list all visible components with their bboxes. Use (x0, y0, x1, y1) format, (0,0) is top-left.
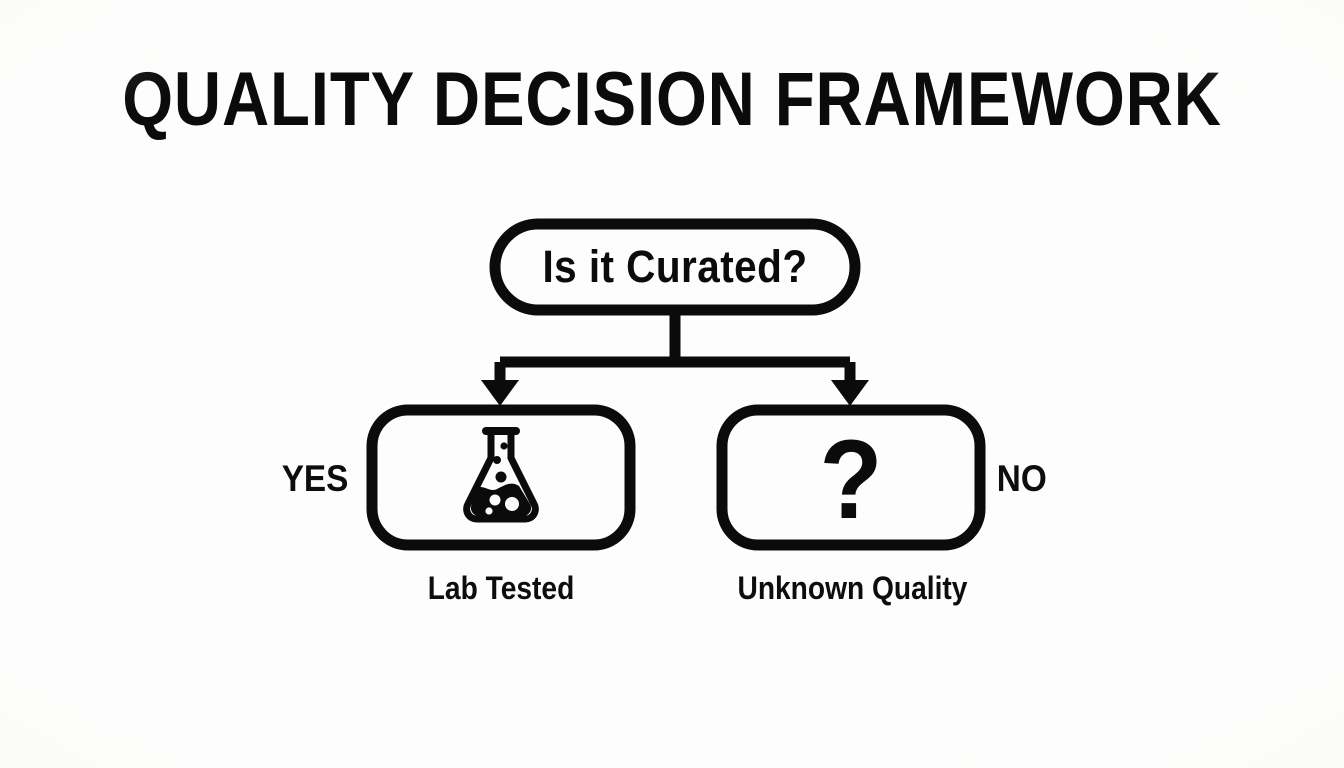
arrowhead-left (481, 380, 519, 406)
branch-label-yes: YES (281, 458, 349, 499)
decision-node-label: Is it Curated? (542, 241, 808, 292)
arrowhead-right (831, 380, 869, 406)
question-mark-icon: ? (819, 417, 883, 542)
connector-group (494, 310, 856, 386)
caption-lab-tested: Lab Tested (427, 570, 575, 606)
caption-unknown-quality: Unknown Quality (737, 570, 968, 606)
branch-label-no: NO (996, 458, 1047, 499)
